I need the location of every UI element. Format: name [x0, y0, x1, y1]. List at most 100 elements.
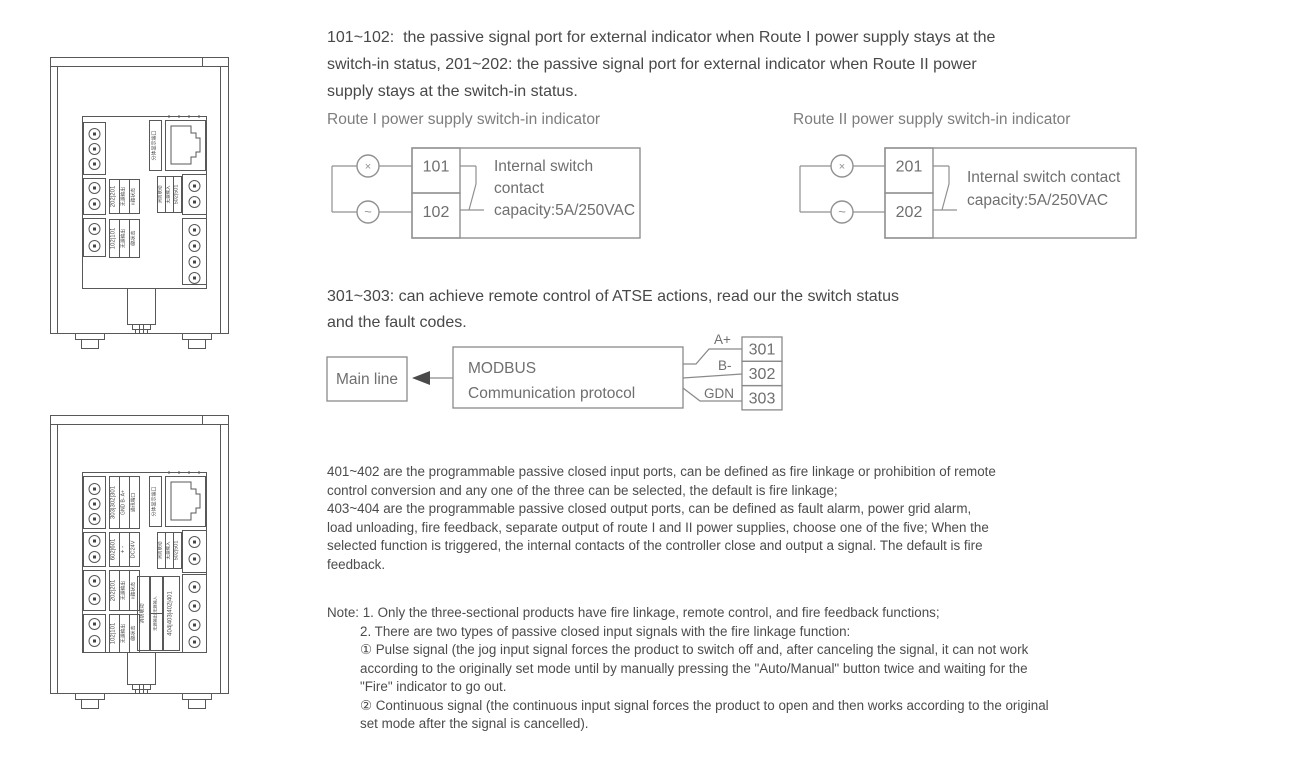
terminal-block-2pin-102 — [83, 218, 106, 257]
svg-text:II路状态: II路状态 — [130, 188, 137, 205]
device-rear-view-top: 202|201 无源输出 II路状态 102|101 无源输出 I路状态 分体显… — [50, 57, 229, 349]
svg-text:无源输出: 无源输出 — [120, 229, 127, 248]
note-line-1: Note: 1. Only the three-sectional produc… — [327, 605, 940, 620]
route1-indicator-diagram: × ~ 101 102 Internal switch contact capa… — [331, 147, 641, 239]
main-line-box — [326, 356, 408, 402]
wire-label-gdn: GDN — [704, 386, 734, 401]
modbus-line-2: and the fault codes. — [327, 314, 467, 331]
device-top-labels: 202|201 无源输出 II路状态 102|101 无源输出 I路状态 分体显… — [111, 130, 180, 249]
ports-202-label: 202|201 — [111, 579, 117, 601]
svg-text:消防联动: 消防联动 — [157, 541, 164, 559]
device-bottom-labels: 303|302|301 GND B- A+ 通讯端口 602|601 + - D… — [111, 485, 180, 644]
modbus-paragraph: 301~303: can achieve remote control of A… — [327, 284, 899, 336]
device-top-outline — [50, 57, 229, 349]
svg-text:contact: contact — [494, 180, 545, 197]
label-strips-202 — [109, 570, 140, 611]
svg-text:+ -: + - — [121, 546, 127, 553]
display-port-label: 分体显示端口 — [151, 130, 158, 160]
terminal-block-2pin-102 — [83, 614, 106, 653]
svg-text:I路状态: I路状态 — [130, 230, 137, 246]
wire-label-b: B- — [718, 358, 732, 373]
device-rear-view-bottom: 303|302|301 GND B- A+ 通讯端口 602|601 + - D… — [50, 415, 229, 709]
ports-303-label: 303|302|301 — [111, 485, 117, 519]
ports-102-label: 102|101 — [111, 227, 117, 249]
display-port-label: 分体显示端口 — [151, 486, 158, 516]
ports-404-label: 404|403|402|401 — [168, 590, 174, 635]
svg-text:无源输入: 无源输入 — [165, 185, 172, 203]
terminal-block-3pin-301 — [83, 476, 106, 529]
modbus-diagram: Main line MODBUS Communication protocol … — [326, 332, 783, 411]
route2-indicator-diagram: × ~ 201 202 Internal switch contact capa… — [799, 147, 1137, 239]
terminal-block-3pin — [83, 122, 106, 175]
route2-wires — [799, 147, 1137, 239]
svg-text:capacity:5A/250VAC: capacity:5A/250VAC — [967, 192, 1108, 209]
svg-text:Internal switch contact: Internal switch contact — [967, 169, 1121, 186]
svg-text:无源输出: 无源输出 — [120, 624, 127, 643]
port-303: 303 — [749, 391, 776, 408]
bottom-shaft — [127, 652, 156, 694]
label-strips-502 — [157, 532, 182, 569]
svg-text:Internal switch: Internal switch — [494, 158, 593, 175]
feet — [75, 333, 212, 349]
feet — [75, 693, 212, 709]
route1-wires — [331, 147, 641, 239]
svg-text:无源输出 无源输入: 无源输出 无源输入 — [152, 595, 159, 630]
route2-port-bottom: 202 — [896, 204, 923, 221]
route2-title: Route II power supply switch-in indicato… — [793, 111, 1071, 128]
modbus-label: MODBUS — [468, 360, 536, 377]
svg-text:无源输出: 无源输出 — [120, 581, 127, 600]
ports-602-label: 602|601 — [111, 538, 117, 560]
svg-text:通讯端口: 通讯端口 — [130, 493, 137, 512]
protocol-label: Communication protocol — [468, 385, 635, 402]
svg-text:II路状态: II路状态 — [130, 582, 137, 599]
label-strips-502 — [157, 176, 182, 213]
intro-line-1: 101~102: the passive signal port for ext… — [327, 29, 996, 46]
note-paragraph: Note: 1. Only the three-sectional produc… — [327, 605, 1049, 731]
intro-line-3: supply stays at the switch-in status. — [327, 83, 578, 100]
lamp-icon: × — [365, 161, 371, 173]
svg-text:无源输出: 无源输出 — [120, 187, 127, 206]
svg-text:消防联动: 消防联动 — [139, 603, 146, 623]
label-strips-202 — [109, 179, 140, 214]
intro-line-2: switch-in status, 201~202: the passive s… — [327, 56, 977, 73]
label-strips-404 — [137, 576, 180, 651]
arrow-left-icon — [412, 371, 430, 385]
ac-source-icon: ~ — [838, 204, 846, 219]
lamp-icon: × — [839, 161, 845, 173]
main-line-label: Main line — [336, 371, 398, 388]
intro-paragraph: 101~102: the passive signal port for ext… — [327, 24, 995, 105]
terminal-block-2pin-202 — [83, 570, 106, 611]
device-bottom-outline — [50, 415, 229, 709]
route1-port-bottom: 102 — [423, 204, 450, 221]
label-strips-102 — [109, 219, 140, 258]
svg-text:消防联动: 消防联动 — [157, 185, 164, 203]
port-302: 302 — [749, 366, 776, 383]
modbus-shapes — [326, 336, 783, 411]
label-strips-303 — [109, 476, 140, 529]
bottom-shaft — [127, 288, 156, 334]
svg-text:GND B- A+: GND B- A+ — [121, 490, 127, 515]
svg-text:I路状态: I路状态 — [130, 625, 137, 641]
rj45-display-port — [149, 115, 206, 171]
terminal-block-2pin-601 — [83, 532, 106, 567]
label-strips-602 — [109, 532, 140, 567]
terminal-block-4pin-right — [182, 218, 207, 285]
route1-title: Route I power supply switch-in indicator — [327, 111, 601, 128]
modbus-line-1: 301~303: can achieve remote control of A… — [327, 288, 900, 305]
terminal-block-2pin-202 — [83, 178, 106, 215]
ac-source-icon: ~ — [364, 204, 372, 219]
rj45-display-port — [149, 471, 206, 527]
ports-502-label: 502|501 — [174, 185, 180, 205]
svg-text:DC24V: DC24V — [131, 540, 137, 558]
svg-text:无源输入: 无源输入 — [165, 541, 172, 559]
terminal-block-4pin-right — [182, 574, 207, 653]
terminal-block-2pin-right — [182, 174, 207, 215]
route1-port-top: 101 — [423, 159, 450, 176]
route2-port-top: 201 — [896, 159, 923, 176]
io-ports-paragraph: 401~402 are the programmable passive clo… — [327, 464, 996, 572]
wire-label-a: A+ — [714, 332, 731, 347]
svg-text:capacity:5A/250VAC: capacity:5A/250VAC — [494, 202, 635, 219]
ports-502-label: 502|501 — [174, 541, 180, 561]
ports-202-label: 202|201 — [111, 185, 117, 207]
